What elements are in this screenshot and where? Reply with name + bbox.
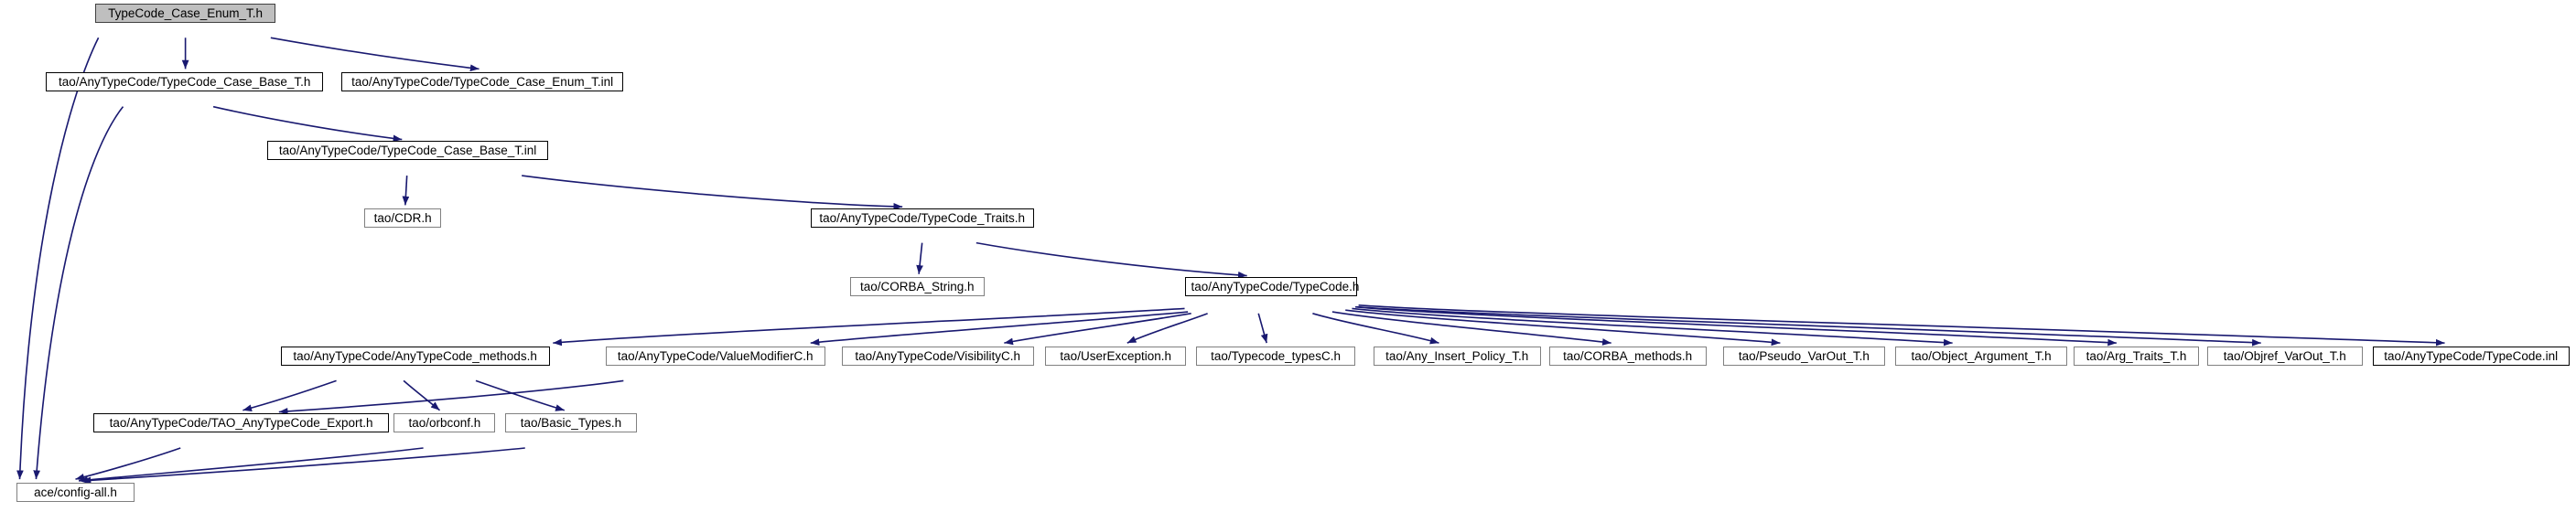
graph-edge-n5-n7 <box>975 241 1247 279</box>
graph-edge-n3-n5 <box>522 175 903 210</box>
graph-node-n9: tao/AnyTypeCode/ValueModifierC.h <box>605 346 825 366</box>
graph-node-n20[interactable]: tao/AnyTypeCode/TAO_AnyTypeCode_Export.h <box>93 413 389 433</box>
graph-node-n6: tao/CORBA_String.h <box>849 277 985 297</box>
graph-node-n11: tao/UserException.h <box>1045 346 1187 366</box>
graph-node-n22: tao/Basic_Types.h <box>505 413 637 433</box>
graph-node-n18: tao/Objref_VarOut_T.h <box>2206 346 2363 366</box>
graph-node-n12: tao/Typecode_typesC.h <box>1196 346 1355 366</box>
graph-node-n3[interactable]: tao/AnyTypeCode/TypeCode_Case_Base_T.inl <box>267 141 548 161</box>
graph-node-n4: tao/CDR.h <box>364 208 442 228</box>
graph-node-n8[interactable]: tao/AnyTypeCode/AnyTypeCode_methods.h <box>280 346 550 366</box>
graph-edge-n3-n4 <box>402 176 410 206</box>
graph-edge-n1-n3 <box>212 105 403 143</box>
graph-node-n1[interactable]: tao/AnyTypeCode/TypeCode_Case_Base_T.h <box>46 71 324 91</box>
graph-node-n15: tao/Pseudo_VarOut_T.h <box>1722 346 1886 366</box>
graph-edge-n22-n23 <box>81 447 525 485</box>
graph-edge-n7-n15 <box>1345 309 1781 347</box>
graph-node-n2[interactable]: tao/AnyTypeCode/TypeCode_Case_Enum_T.inl <box>340 71 624 91</box>
graph-node-n14: tao/CORBA_methods.h <box>1548 346 1707 366</box>
graph-edge-n7-n9 <box>810 311 1189 347</box>
graph-edge-n7-n19 <box>1358 304 2445 347</box>
graph-edge-n7-n16 <box>1352 307 1953 347</box>
graph-edge-n8-n22 <box>475 379 566 411</box>
graph-node-n7[interactable]: tao/AnyTypeCode/TypeCode.h <box>1184 277 1359 297</box>
graph-edge-n8-n21 <box>403 379 441 411</box>
graph-node-n10: tao/AnyTypeCode/VisibilityC.h <box>841 346 1034 366</box>
graph-node-n0[interactable]: TypeCode_Case_Enum_T.h <box>94 3 276 23</box>
graph-edge-n7-n17 <box>1354 305 2118 347</box>
graph-edge-n7-n10 <box>1004 313 1191 346</box>
graph-edge-n7-n12 <box>1257 313 1268 344</box>
graph-edge-n7-n14 <box>1331 311 1611 346</box>
graph-edge-n5-n6 <box>916 242 923 274</box>
graph-node-n13: tao/Any_Insert_Policy_T.h <box>1373 346 1541 366</box>
graph-edge-n0-n2 <box>270 37 480 72</box>
graph-node-n19[interactable]: tao/AnyTypeCode/TypeCode.inl <box>2372 346 2570 366</box>
graph-edge-n7-n8 <box>553 307 1185 347</box>
graph-edge-n7-n11 <box>1126 313 1208 344</box>
graph-edge-n21-n23 <box>78 447 424 484</box>
graph-node-n16: tao/Object_Argument_T.h <box>1894 346 2068 366</box>
graph-edge-n7-n13 <box>1312 313 1439 345</box>
graph-node-n5[interactable]: tao/AnyTypeCode/TypeCode_Traits.h <box>810 208 1034 228</box>
graph-edge-n9-n20 <box>278 379 624 415</box>
graph-edge-n7-n18 <box>1356 305 2261 347</box>
graph-node-n17: tao/Arg_Traits_T.h <box>2074 346 2199 366</box>
graph-edge-n8-n20 <box>243 379 337 411</box>
graph-edge-n20-n23 <box>75 447 181 481</box>
graph-edge-n0-n23 <box>16 37 100 480</box>
graph-node-n23: ace/config-all.h <box>16 482 135 502</box>
graph-node-n21: tao/orbconf.h <box>393 413 496 433</box>
